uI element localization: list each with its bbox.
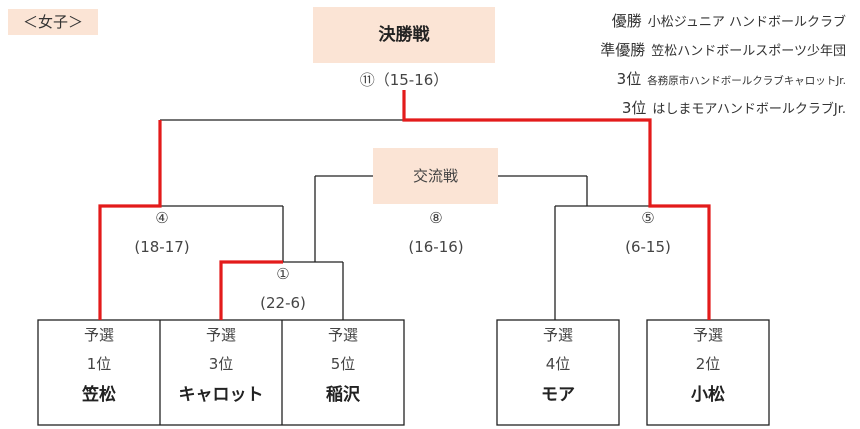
result-team: はしまモアハンドボールクラブJr. bbox=[652, 102, 846, 117]
result-rank: 3位 bbox=[616, 70, 642, 88]
match5-score: (6-15) bbox=[625, 238, 671, 256]
result-team: 笠松ハンドボールスポーツ少年団 bbox=[651, 44, 846, 59]
result-winner: 優勝小松ジュニア ハンドボールクラブ bbox=[612, 10, 846, 31]
team-komatsu: 予選 2位 小松 bbox=[647, 320, 769, 425]
result-third-1: 3位各務原市ハンドボールクラブキャロットJr. bbox=[617, 68, 846, 89]
match1-number: ① bbox=[276, 265, 290, 283]
result-team: 小松ジュニア ハンドボールクラブ bbox=[647, 15, 846, 30]
match4-number: ④ bbox=[155, 209, 169, 227]
result-rank: 3位 bbox=[621, 99, 647, 117]
winner-path-carrot bbox=[219, 260, 283, 320]
team-box-moa bbox=[496, 319, 620, 426]
team-name: 小松 bbox=[691, 385, 725, 405]
team-name: 笠松 bbox=[82, 385, 116, 405]
team-qualifier-rank: 3位 bbox=[208, 355, 234, 373]
team-name: モア bbox=[541, 385, 575, 405]
team-kasamatsu: 予選 1位 笠松 bbox=[38, 320, 160, 425]
result-team: 各務原市ハンドボールクラブキャロットJr. bbox=[647, 75, 846, 87]
team-qualifier-label: 予選 bbox=[542, 326, 573, 344]
match4-score: (18-17) bbox=[134, 238, 190, 256]
team-qualifier-rank: 1位 bbox=[86, 355, 112, 373]
final-match-box: 決勝戦 bbox=[313, 7, 495, 63]
team-qualifier-label: 予選 bbox=[327, 326, 358, 344]
result-rank: 準優勝 bbox=[600, 41, 646, 59]
winner-path-kasamatsu bbox=[98, 120, 162, 320]
team-qualifier-label: 予選 bbox=[205, 326, 236, 344]
exchange-match-box: 交流戦 bbox=[373, 148, 498, 204]
team-qualifier-rank: 4位 bbox=[545, 355, 571, 373]
team-name: キャロット bbox=[178, 385, 264, 405]
final-match-score: ⑪（15-16） bbox=[359, 71, 449, 89]
team-moa: 予選 4位 モア bbox=[497, 320, 619, 425]
exchange-match-score: (16-16) bbox=[408, 238, 464, 256]
team-name: 稲沢 bbox=[326, 385, 360, 405]
team-qualifier-rank: 5位 bbox=[330, 355, 356, 373]
result-rank: 優勝 bbox=[611, 12, 642, 30]
category-label: ＜女子＞ bbox=[8, 9, 98, 35]
winner-path-komatsu bbox=[402, 90, 711, 320]
team-qualifier-label: 予選 bbox=[83, 326, 114, 344]
team-carrot: 予選 3位 キャロット bbox=[160, 320, 282, 425]
team-qualifier-label: 予選 bbox=[692, 326, 723, 344]
exchange-match-number: ⑧ bbox=[429, 209, 443, 227]
team-qualifier-rank: 2位 bbox=[695, 355, 721, 373]
match1-score: (22-6) bbox=[260, 294, 306, 312]
team-inazawa: 予選 5位 稲沢 bbox=[282, 320, 404, 425]
result-third-2: 3位はしまモアハンドボールクラブJr. bbox=[622, 97, 846, 118]
result-runner-up: 準優勝笠松ハンドボールスポーツ少年団 bbox=[600, 39, 846, 60]
match5-number: ⑤ bbox=[641, 209, 655, 227]
